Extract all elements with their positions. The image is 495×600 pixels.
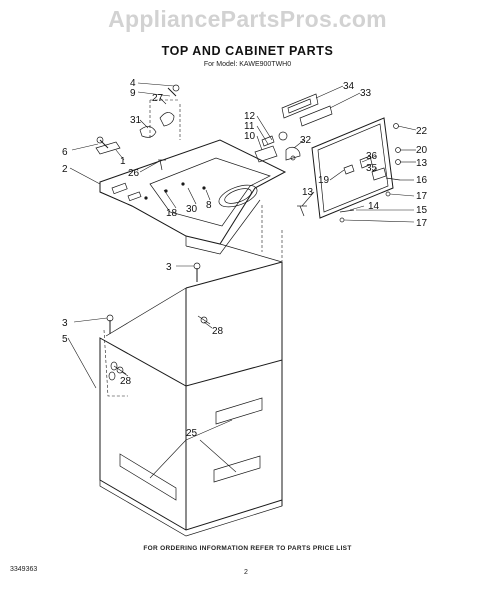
callout-32: 32 (300, 135, 312, 146)
callout-22: 22 (416, 126, 428, 137)
callout-3-lower: 3 (62, 318, 68, 329)
top-assembly (95, 84, 287, 255)
callout-25: 25 (186, 428, 198, 439)
callout-13-left: 13 (302, 187, 314, 198)
callout-36: 36 (366, 151, 378, 162)
callout-14: 14 (368, 201, 380, 212)
page-title: TOP AND CABINET PARTS (161, 44, 334, 58)
watermark-logo: AppliancePartsPros.com (108, 6, 387, 32)
callout-16: 16 (416, 175, 428, 186)
callout-28-left: 28 (120, 376, 132, 387)
callout-15: 15 (416, 205, 428, 216)
cabinet (99, 205, 283, 537)
callout-17-upper: 17 (416, 191, 428, 202)
callout-34: 34 (343, 81, 355, 92)
callout-20: 20 (416, 145, 428, 156)
callout-31: 31 (130, 115, 142, 126)
ordering-info-note: FOR ORDERING INFORMATION REFER TO PARTS … (143, 545, 352, 552)
callout-30: 30 (186, 204, 198, 215)
callout-19: 19 (318, 175, 330, 186)
callout-labels: 4 9 27 31 6 1 26 2 18 30 8 12 11 10 32 3… (62, 78, 428, 439)
callout-12: 12 (244, 111, 256, 122)
callout-27: 27 (152, 93, 164, 104)
console-panel (281, 93, 401, 223)
callout-28-right: 28 (212, 326, 224, 337)
callout-6: 6 (62, 147, 68, 158)
callout-2: 2 (62, 164, 68, 175)
callout-1: 1 (120, 156, 126, 167)
document-number: 3349363 (10, 566, 38, 573)
callout-8: 8 (206, 200, 212, 211)
callout-9: 9 (130, 88, 136, 99)
callout-10: 10 (244, 131, 256, 142)
callout-11: 11 (244, 121, 255, 132)
callout-26: 26 (128, 168, 140, 179)
leader-lines (67, 82, 417, 479)
callout-33: 33 (360, 88, 372, 99)
callout-17-lower: 17 (416, 218, 428, 229)
callout-5: 5 (62, 334, 68, 345)
page-number: 2 (244, 569, 248, 576)
callout-4: 4 (130, 78, 136, 89)
callout-35: 35 (366, 163, 378, 174)
callout-18: 18 (166, 208, 178, 219)
callout-3-upper: 3 (166, 262, 172, 273)
page-subtitle: For Model: KAWE900TWH0 (203, 61, 292, 68)
switch-assembly (254, 131, 301, 163)
callout-13-right: 13 (416, 158, 428, 169)
